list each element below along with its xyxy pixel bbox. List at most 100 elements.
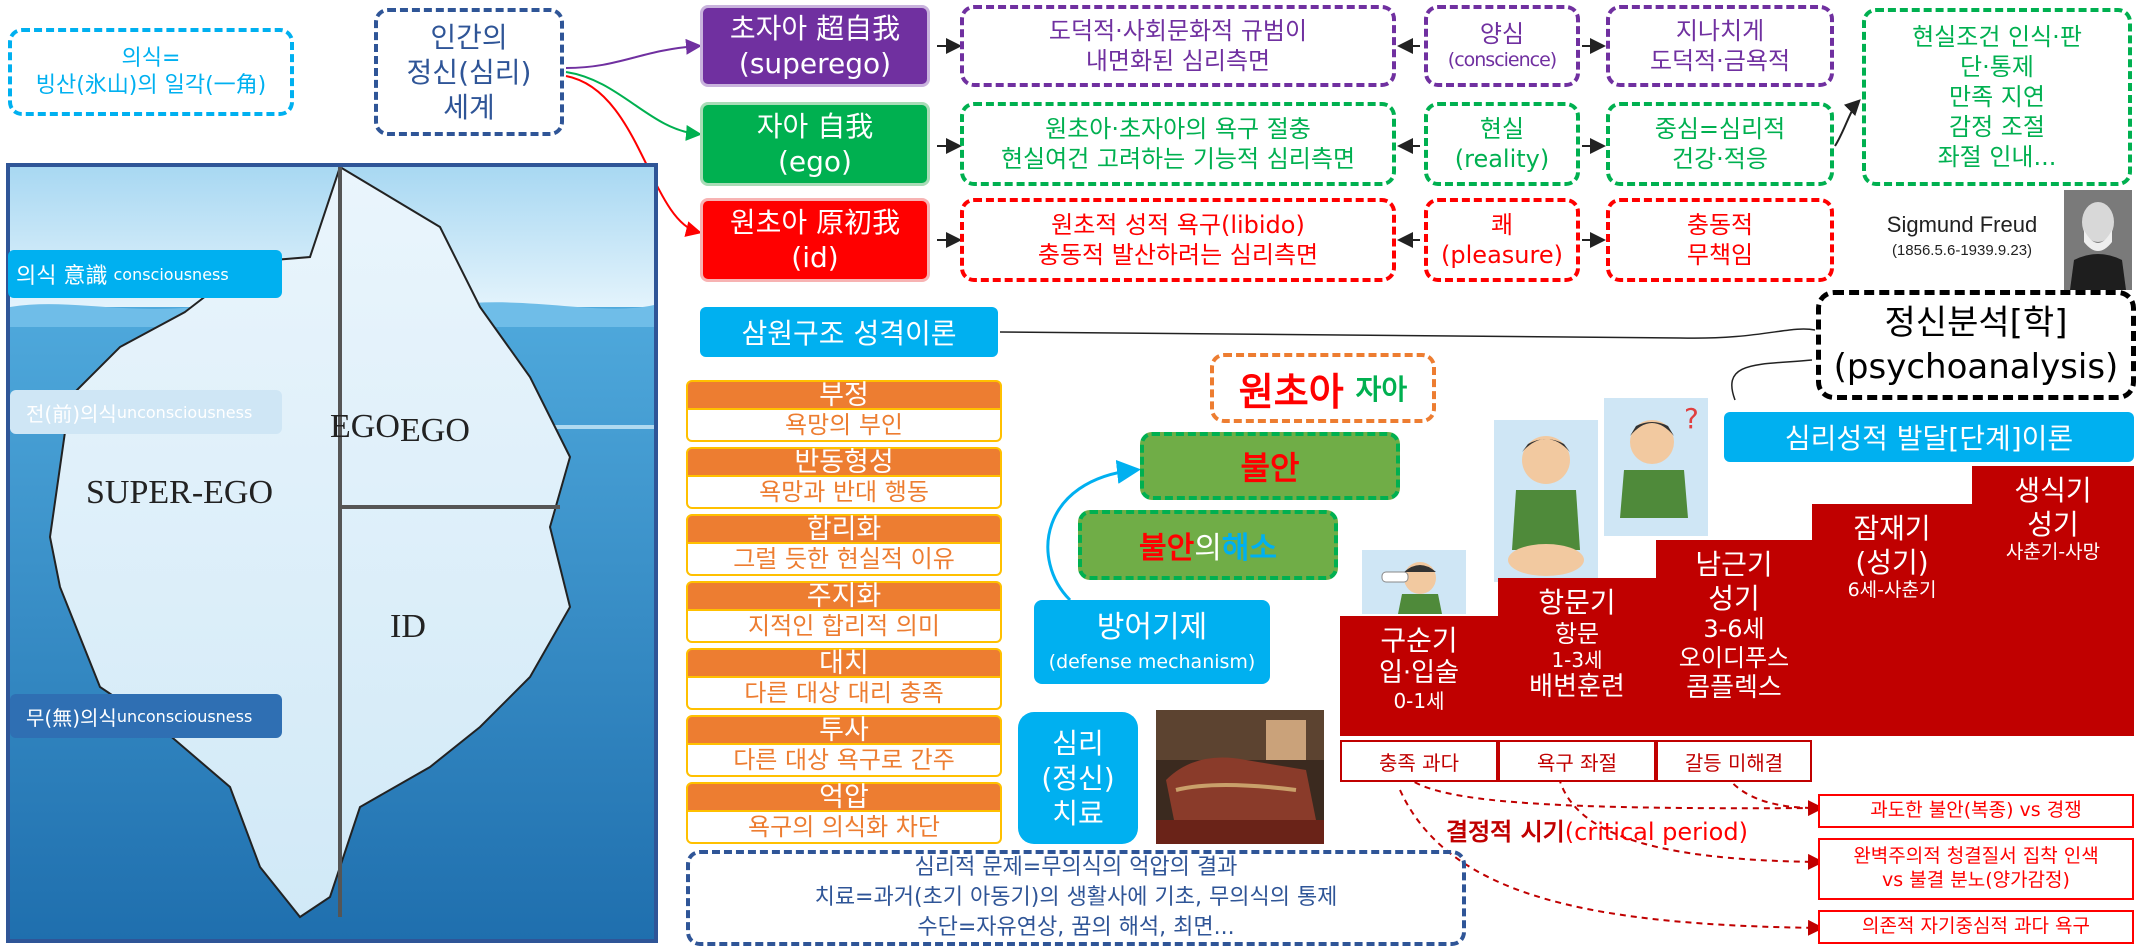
- psychosexual-theory: 심리성적 발달[단계]이론: [1724, 412, 2134, 462]
- stage-age: 0-1세: [1393, 688, 1445, 713]
- reality-label: 현실 (reality): [1454, 115, 1550, 173]
- freud-couch-photo: [1156, 710, 1324, 844]
- superego-title: 초자아 超自我 (superego): [729, 12, 901, 80]
- therapy-desc: 심리적 문제=무의식의 억압의 결과 치료=과거(초기 아동기)의 생활사에 기…: [814, 855, 1338, 940]
- iceberg-id-label: ID: [390, 608, 426, 645]
- fixation-oral: 충족 과다: [1340, 740, 1498, 782]
- fixation-anal: 욕구 좌절: [1498, 740, 1656, 782]
- defense-item-desc: 욕구의 의식화 차단: [686, 812, 1002, 844]
- conscious-level-text: 의식 意識: [16, 264, 108, 289]
- psychoanalysis-text: 정신분석[학] (psychoanalysis): [1833, 302, 2119, 387]
- iceberg-caption-text: 의식= 빙산(氷山)의 일각(一角): [35, 45, 267, 99]
- defense-item-name: 합리화: [686, 514, 1002, 544]
- id-desc-box: 원초적 성적 욕구(libido) 충동적 발산하려는 심리측면: [960, 198, 1396, 282]
- superego-box: 초자아 超自我 (superego): [700, 5, 930, 87]
- ego-desc-box: 원초아·초자아의 욕구 절충 현실여건 고려하는 기능적 심리측면: [960, 102, 1396, 186]
- iceberg-ego-label: EGO: [400, 412, 470, 449]
- conscience-label: 양심: [1479, 20, 1525, 49]
- anxiety-source-id: 원초아: [1238, 369, 1344, 414]
- stage-step: 잠재기 (성기)6세-사춘기: [1812, 504, 1972, 736]
- defense-item-name: 반동형성: [686, 447, 1002, 477]
- stage-extra: 콤플렉스: [1686, 672, 1782, 703]
- ego-functions: 현실조건 인식·판 단·통제 만족 지연 감정 조절 좌절 인내...: [1912, 23, 2082, 171]
- critical-period-label: 결정적 시기(critical period): [1446, 812, 1796, 847]
- preconscious-level-en: unconsciousness: [116, 402, 253, 422]
- id-excess-box: 충동적 무책임: [1606, 198, 1834, 282]
- toddler-illustration: [1494, 420, 1598, 582]
- stage-sub: 입·입술: [1378, 657, 1460, 688]
- mind-text: 인간의 정신(심리) 세계: [406, 20, 532, 124]
- anxiety-resolution-anxiety: 불안: [1138, 531, 1195, 566]
- anxiety-text: 불안: [1240, 449, 1300, 487]
- ego-balance: 중심=심리적 건강·적응: [1654, 115, 1786, 173]
- unconscious-level-label: 무(無)의식 unconsciousness: [10, 694, 282, 738]
- id-excess: 충동적 무책임: [1686, 211, 1754, 269]
- pleasure-label: 쾌 (pleasure): [1441, 211, 1563, 269]
- superego-desc-box: 도덕적·사회문화적 규범이 내면화된 심리측면: [960, 5, 1396, 87]
- mind-box: 인간의 정신(심리) 세계: [374, 8, 564, 136]
- id-box: 원초아 原初我 (id): [700, 198, 930, 282]
- reality-box: 현실 (reality): [1424, 102, 1580, 186]
- stage-extra: 배변훈련: [1529, 672, 1625, 703]
- defense-item-desc: 다른 대상 욕구로 간주: [686, 745, 1002, 777]
- conscious-level-label: 의식 意識 consciousness: [8, 250, 282, 298]
- stage-sub: 사춘기-사망: [2005, 541, 2101, 564]
- therapy-desc-box: 심리적 문제=무의식의 억압의 결과 치료=과거(초기 아동기)의 생활사에 기…: [686, 850, 1466, 946]
- defense-item-desc: 욕망의 부인: [686, 410, 1002, 442]
- defense-item-name: 투사: [686, 715, 1002, 745]
- stage-sub: 6세-사춘기: [1847, 579, 1937, 602]
- pleasure-box: 쾌 (pleasure): [1424, 198, 1580, 282]
- stage-sub: 3-6세: [1703, 615, 1765, 644]
- id-title: 원초아 原初我 (id): [729, 206, 901, 274]
- anxiety-resolution-resolve: 해소: [1221, 531, 1277, 566]
- outcome-oral: 의존적 자기중심적 과다 욕구: [1818, 910, 2134, 944]
- ego-box: 자아 自我 (ego): [700, 102, 930, 186]
- stage-title: 남근기 성기: [1695, 548, 1773, 615]
- critical-period-ko: 결정적 시기: [1446, 818, 1565, 846]
- superego-excess: 지나치게 도덕적·금욕적: [1649, 17, 1791, 75]
- defense-mechanism-box: 방어기제 (defense mechanism): [1034, 600, 1270, 684]
- stage-sub: 항문: [1554, 619, 1600, 648]
- superego-excess-box: 지나치게 도덕적·금욕적: [1606, 5, 1834, 87]
- therapy-text: 심리 (정신) 치료: [1041, 726, 1115, 830]
- three-structure-theory: 삼원구조 성격이론: [700, 307, 998, 357]
- freud-dates: (1856.5.6-1939.9.23): [1891, 242, 2033, 259]
- preconscious-level-text: 전(前)의식: [26, 401, 117, 426]
- conscious-level-en: consciousness: [113, 264, 229, 284]
- svg-text:?: ?: [1684, 402, 1699, 435]
- freud-portrait: [2064, 190, 2132, 290]
- stage-title: 생식기 성기: [2014, 474, 2092, 541]
- anxiety-resolution-box: 불안 의 해소: [1078, 510, 1338, 580]
- preconscious-level-label: 전(前)의식 unconsciousness: [10, 390, 282, 434]
- ego-iceberg-label: EGO: [330, 408, 400, 445]
- stage-title: 항문기: [1538, 586, 1616, 619]
- anxiety-resolution-of: 의: [1194, 531, 1222, 566]
- ego-balance-box: 중심=심리적 건강·적응: [1606, 102, 1834, 186]
- conscience-box: 양심 (conscience): [1424, 5, 1580, 87]
- outcome-phallic: 과도한 불안(복종) vs 경쟁: [1818, 794, 2134, 828]
- defense-item-desc: 다른 대상 대리 충족: [686, 678, 1002, 710]
- ego-title: 자아 自我 (ego): [756, 110, 874, 178]
- defense-item-name: 대치: [686, 648, 1002, 678]
- superego-desc: 도덕적·사회문화적 규범이 내면화된 심리측면: [1048, 17, 1308, 75]
- conscience-en: (conscience): [1447, 49, 1557, 72]
- stage-title: 잠재기 (성기): [1853, 512, 1931, 579]
- defense-item-desc: 그럴 듯한 현실적 이유: [686, 544, 1002, 576]
- defense-item-desc: 지적인 합리적 의미: [686, 611, 1002, 643]
- id-desc: 원초적 성적 욕구(libido) 충동적 발산하려는 심리측면: [1037, 211, 1319, 269]
- infant-drinking-illustration: [1362, 550, 1466, 614]
- freud-name: Sigmund Freud: [1886, 212, 2038, 237]
- critical-period-en: (critical period): [1564, 818, 1748, 846]
- anxiety-box: 불안: [1140, 432, 1400, 500]
- defense-item-name: 주지화: [686, 581, 1002, 611]
